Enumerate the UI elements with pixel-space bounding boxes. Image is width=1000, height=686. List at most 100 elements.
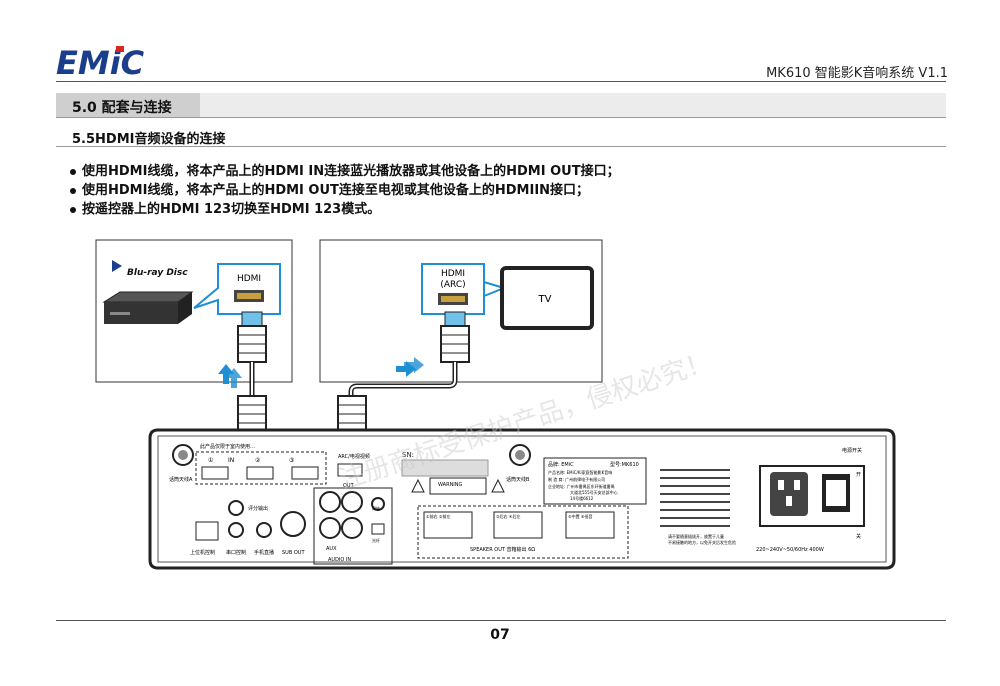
safety-note: 不易接触的地方，以免开关后发生危险 [668, 539, 736, 545]
nameplate-line: 产品名称: EMiC/Ki家庭智能影K音响 [548, 469, 612, 475]
hdmi-in-callout: HDMI [193, 263, 281, 315]
section-bar [56, 93, 946, 118]
hdmi-in-1-label: ① [208, 457, 213, 464]
hdmi-in-group [195, 451, 327, 485]
bullet-item: 按遥控器上的HDMI 123切换至HDMI 123模式。 [70, 198, 380, 217]
voltage-label: 220~240V~50/60Hz 400W [756, 547, 824, 553]
score-out-label: 评分输出 [248, 505, 268, 512]
speaker-out-group [417, 505, 629, 559]
device-rear-panel: 话筒天线A 此产品仅限于室内使用… ① IN ② ③ ARC/电视视频 OUT … [148, 428, 896, 570]
warning-triangle-icon [411, 478, 425, 493]
nameplate-model: 型号:MK610 [610, 461, 639, 468]
bullet-text: 使用HDMI线缆，将本产品上的HDMI OUT连接至电视或其他设备上的HDMII… [82, 183, 590, 198]
audio-in-label: AUDIO IN [328, 557, 351, 563]
bullet-dot-icon [70, 187, 76, 194]
hdmi-in-2-label: ② [255, 457, 261, 464]
serial-ctrl-label: 串口控制 [226, 549, 246, 556]
arc-label: (ARC) [440, 280, 465, 290]
hdmi-cable-left [237, 311, 267, 447]
bluray-box [95, 239, 293, 383]
hdmi-in-3-label: ③ [289, 457, 294, 464]
nameplate-brand: 品牌: EMiC [548, 461, 574, 468]
tv-box [319, 239, 603, 383]
optical-port [371, 523, 385, 535]
document-title: MK610 智能影K音响系统 V1.1 [766, 66, 948, 81]
sn-label: SN: [402, 451, 414, 459]
bluray-logo: Blu-ray Disc [112, 260, 188, 278]
subsection-title: 5.5HDMI音频设备的连接 [72, 132, 226, 147]
hdmi-in-1-port [201, 466, 229, 480]
speaker-front-label: ①前右 ②前左 [426, 513, 450, 519]
bullet-dot-icon [70, 168, 76, 175]
nameplate-line: 14号楼6612 [570, 495, 594, 501]
upper-ctrl-label: 上位机控制 [190, 549, 215, 556]
bullet-item: 使用HDMI线缆，将本产品上的HDMI IN连接蓝光播放器或其他设备上的HDMI… [70, 160, 620, 179]
serial-port [228, 522, 244, 538]
arrow-up-icon [218, 364, 242, 388]
arrow-right-icon [396, 357, 424, 377]
page-number: 07 [490, 627, 510, 643]
warning-label: WARNING [438, 482, 463, 488]
bluray-player-icon [102, 291, 194, 324]
wireless-b-label: 话筒天线B [506, 476, 530, 483]
arc-tag: ARC/电视视频 [338, 453, 370, 460]
power-socket-icon [770, 472, 808, 516]
hdmi-out-label: OUT [343, 483, 355, 489]
bullet-text: 按遥控器上的HDMI 123切换至HDMI 123模式。 [82, 202, 381, 217]
nameplate-line: 大道北555号天安总部中心 [570, 489, 618, 495]
upper-ctrl-port [195, 521, 219, 541]
switch-off-label: 关 [856, 533, 861, 540]
bluray-brand-label: Blu-ray Disc [127, 268, 188, 278]
tv-icon: TV [500, 266, 594, 330]
phone-live-label: 手机直播 [254, 549, 274, 556]
hdmi-in-tag: IN [228, 457, 234, 464]
section-title: 5.0 配套与连接 [72, 100, 172, 116]
logo-dot [116, 46, 124, 52]
section-tab [56, 93, 200, 117]
subsection-divider [56, 146, 946, 147]
hdmi-arc-callout: HDMI (ARC) [421, 263, 508, 315]
hdmi-in-3-port [291, 466, 319, 480]
speaker-terminal-rear [493, 511, 543, 539]
audio-in-group [313, 487, 393, 565]
emic-logo: EMiC [56, 44, 145, 78]
panel-note: 此产品仅限于室内使用… [200, 443, 255, 450]
sub-out-label: SUB OUT [282, 550, 305, 556]
speaker-out-label: SPEAKER OUT 音箱输出 6Ω [470, 546, 535, 553]
wireless-a-label: 话筒天线A [169, 476, 193, 483]
nameplate [543, 457, 647, 505]
warning-triangle-icon [491, 478, 505, 493]
tv-label: TV [538, 294, 552, 305]
logo-text: EMiC [56, 44, 145, 78]
nameplate-line: 企业地址: 广州市番禺区东环街道番禺 [548, 483, 615, 489]
speaker-rear-label: ③后右 ④后左 [496, 513, 520, 519]
hdmi-callout-label: HDMI [237, 274, 261, 284]
speaker-terminal-front [423, 511, 473, 539]
coax-port [371, 497, 385, 511]
hdmi-in-2-port [246, 466, 274, 480]
hdmi-cable-right [337, 311, 470, 447]
phone-live-port [256, 522, 272, 538]
safety-note: 请不要随意插拔开，放置于儿童 [668, 533, 724, 539]
footer-divider [56, 620, 946, 621]
vent-grille [660, 469, 730, 527]
bullet-dot-icon [70, 206, 76, 213]
speaker-center-label: ⑤中置 ⑥低音 [568, 513, 592, 519]
sub-out-jack [280, 511, 306, 537]
warning-box [429, 477, 487, 495]
power-switch-label: 电源开关 [842, 447, 862, 454]
coax-label: 同轴 [372, 505, 380, 511]
switch-on-label: 开 [856, 472, 861, 478]
bullet-item: 使用HDMI线缆，将本产品上的HDMI OUT连接至电视或其他设备上的HDMII… [70, 179, 589, 198]
header-divider [56, 81, 946, 82]
optical-label: 光纤 [372, 537, 380, 543]
hdmi-arc-label: HDMI [441, 269, 465, 279]
speaker-terminal-center [565, 511, 615, 539]
bullet-text: 使用HDMI线缆，将本产品上的HDMI IN连接蓝光播放器或其他设备上的HDMI… [82, 164, 620, 179]
hdmi-out-port [337, 463, 363, 477]
nameplate-line: 制 造 商: 广州韵律电子有限公司 [548, 476, 605, 482]
aux-label: AUX [326, 546, 337, 552]
score-out-jack [228, 500, 244, 516]
sn-field [401, 459, 489, 477]
